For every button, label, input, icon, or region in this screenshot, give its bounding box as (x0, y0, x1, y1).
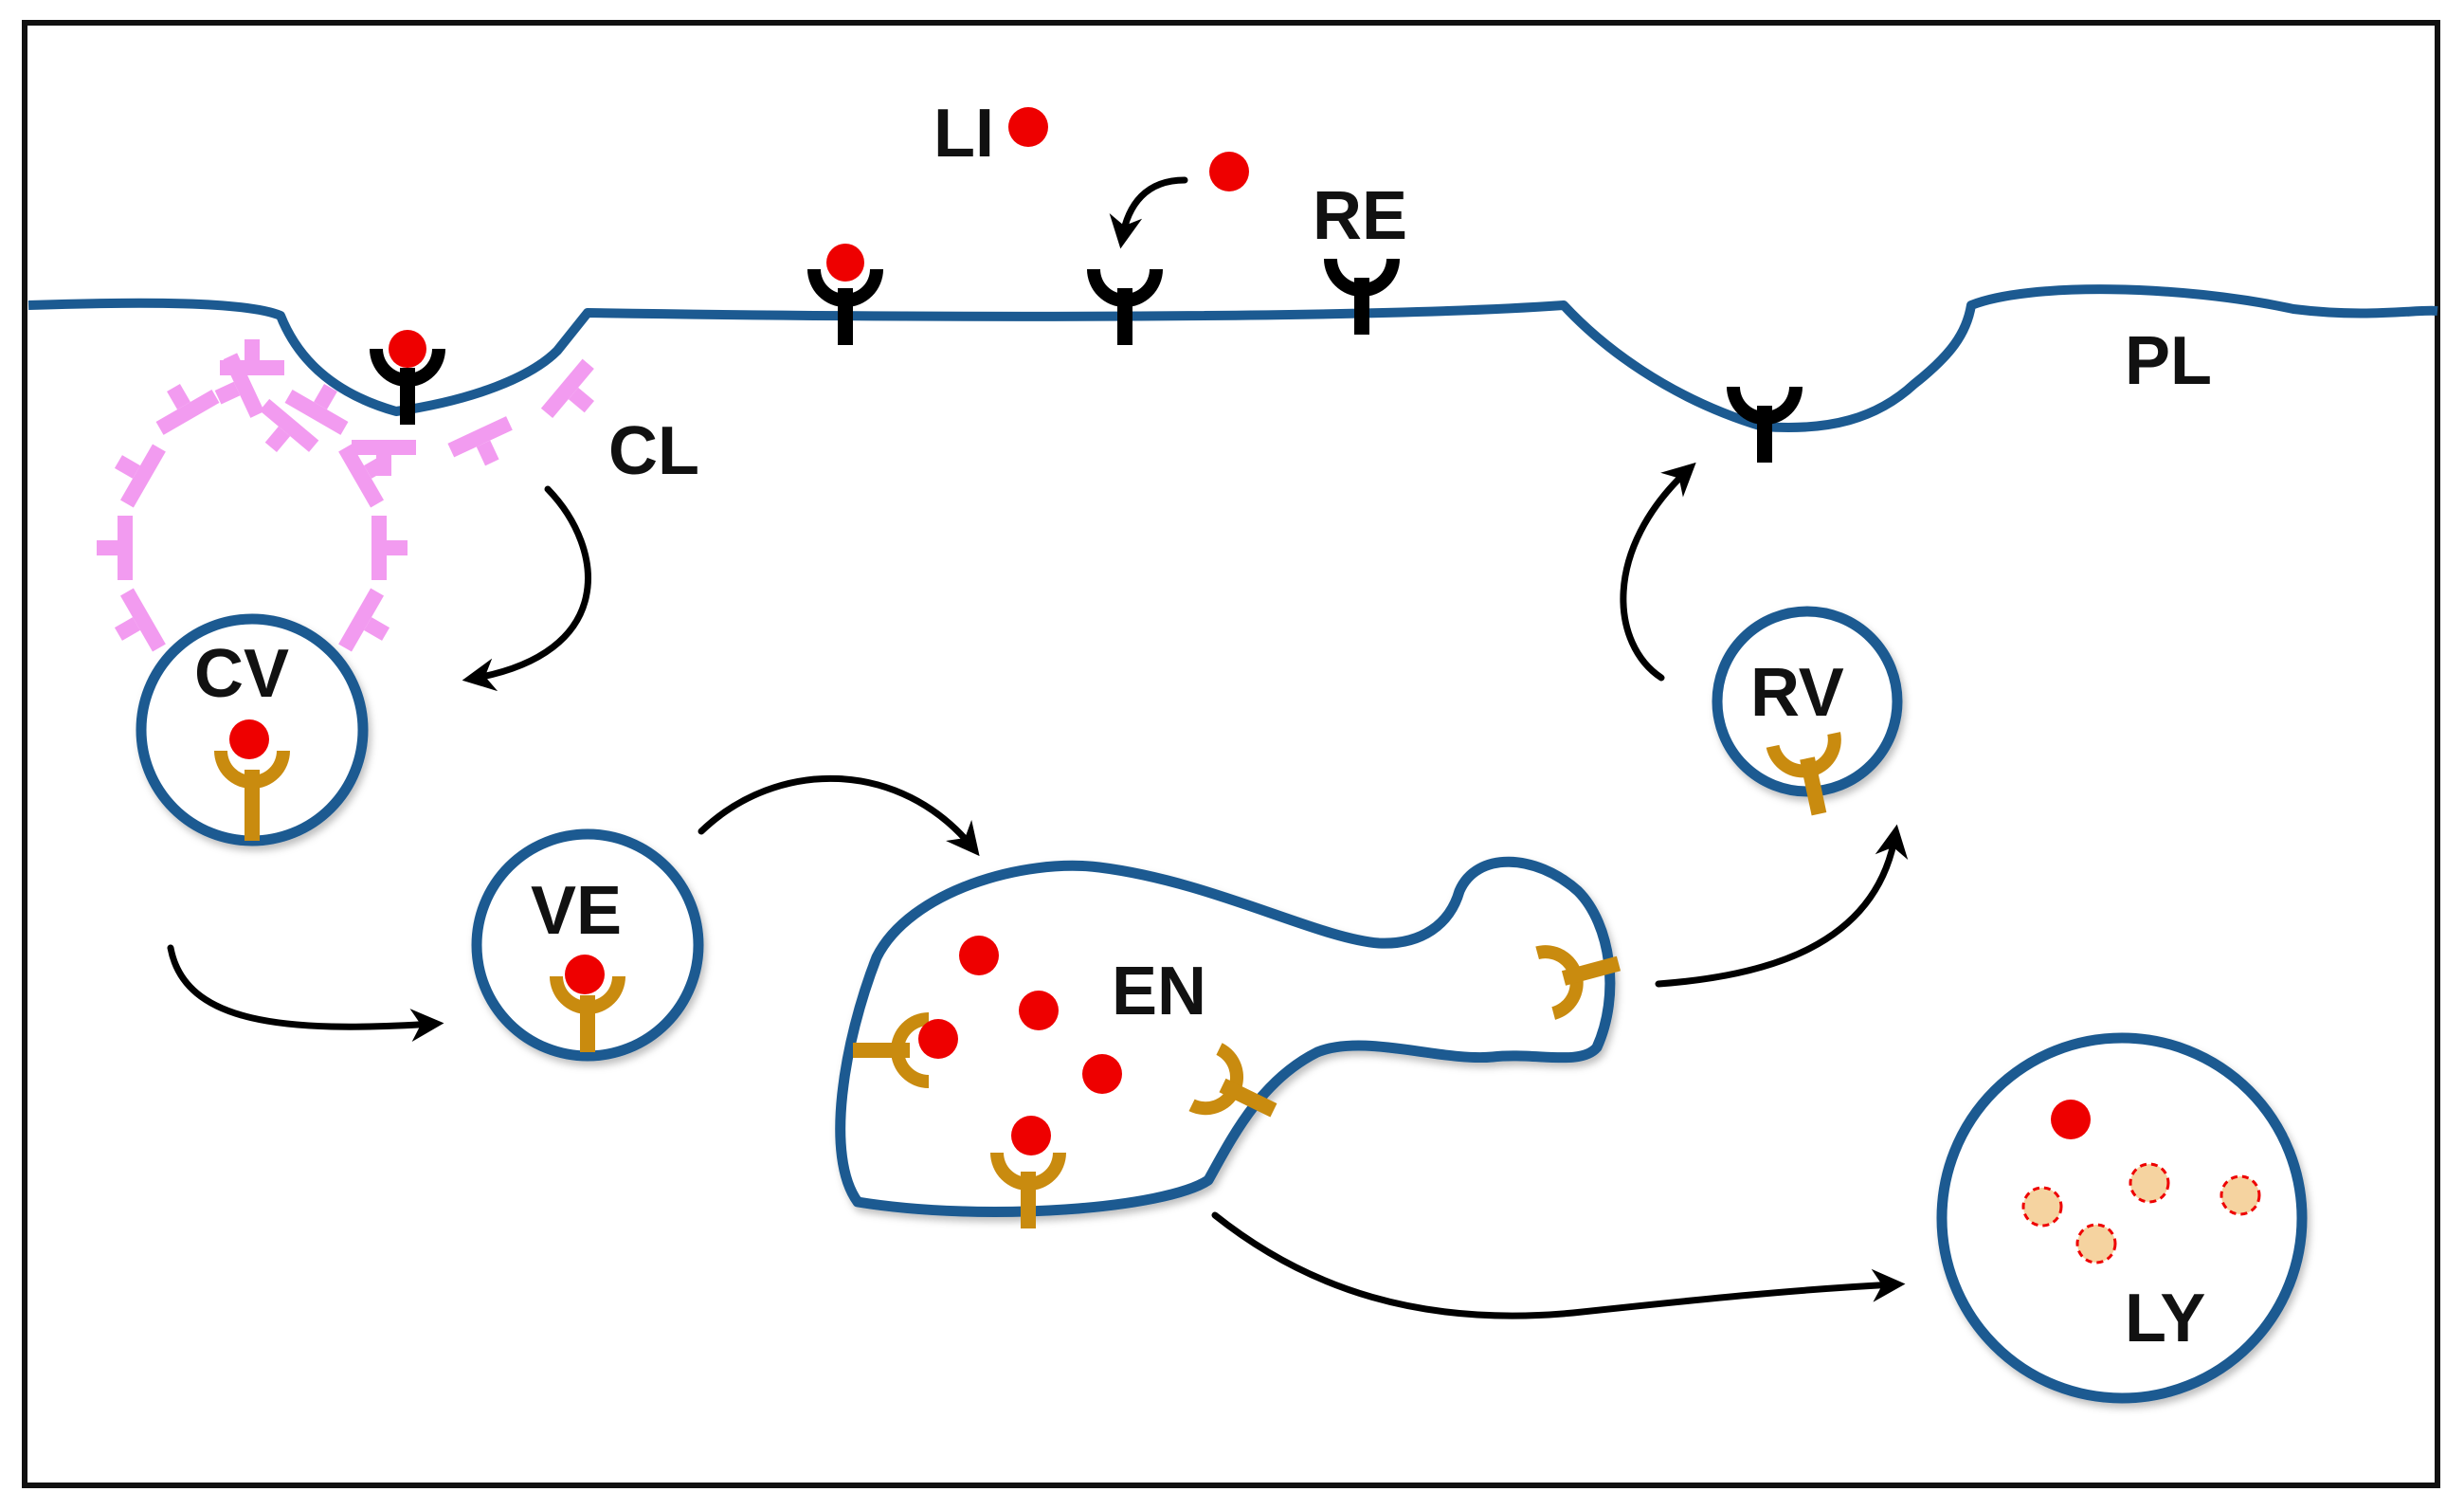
degraded-ligand-group (2021, 1162, 2261, 1264)
ligand-group-endosome (918, 936, 1122, 1155)
ligand-dot (2051, 1100, 2091, 1139)
degraded-ligand-dot (2219, 1174, 2261, 1216)
arrow-coated-vesicle-to-vesicle (167, 944, 444, 1043)
label-coated-vesicle: CV (194, 636, 289, 712)
ligand-dot (565, 955, 605, 994)
label-receptor: RE (1313, 178, 1407, 254)
plasma-membrane (27, 284, 2438, 433)
receptor-icon (1087, 269, 1163, 345)
ligand-dot (1082, 1054, 1122, 1094)
ligand-legend-dot (1008, 107, 1048, 147)
arrow-endosome-to-recycling-vesicle (1655, 824, 1909, 988)
receptor-group-membrane (370, 259, 1803, 463)
label-ligand: LI (933, 96, 994, 172)
degraded-ligand-dot (2129, 1162, 2170, 1204)
ligand-dot (1019, 991, 1059, 1030)
arrow-pit-to-coated-vesicle (462, 485, 591, 692)
ligand-dot (918, 1019, 958, 1059)
label-endosome: EN (1112, 954, 1206, 1029)
pathway-arrows (167, 176, 1909, 1319)
vesicle (471, 828, 704, 1062)
label-vesicle: VE (531, 873, 622, 949)
degraded-ligand-dot (2075, 1223, 2117, 1264)
ligand-dot (1011, 1116, 1051, 1155)
label-plasma-membrane: PL (2125, 323, 2212, 399)
label-recycling-vesicle: RV (1750, 655, 1844, 731)
arrow-vesicle-to-endosome (698, 774, 980, 857)
ligand-dot (229, 719, 269, 759)
label-clathrin: CL (608, 413, 699, 489)
degraded-ligand-dot (2021, 1186, 2063, 1228)
ligand-dot (1209, 152, 1249, 191)
diagram-frame (22, 20, 2440, 1488)
arrow-ligand-binding (1109, 176, 1188, 249)
arrow-endosome-to-lysosome (1211, 1211, 1906, 1319)
label-lysosome: LY (2125, 1281, 2205, 1356)
ligand-group-membrane (389, 107, 1249, 368)
ligand-dot (959, 936, 999, 975)
arrow-recycling-vesicle-to-membrane (1620, 462, 1696, 682)
ligand-dot (826, 244, 864, 282)
receptor-icon (1324, 259, 1400, 335)
ligand-dot (389, 330, 426, 368)
lysosome (1936, 1032, 2308, 1404)
